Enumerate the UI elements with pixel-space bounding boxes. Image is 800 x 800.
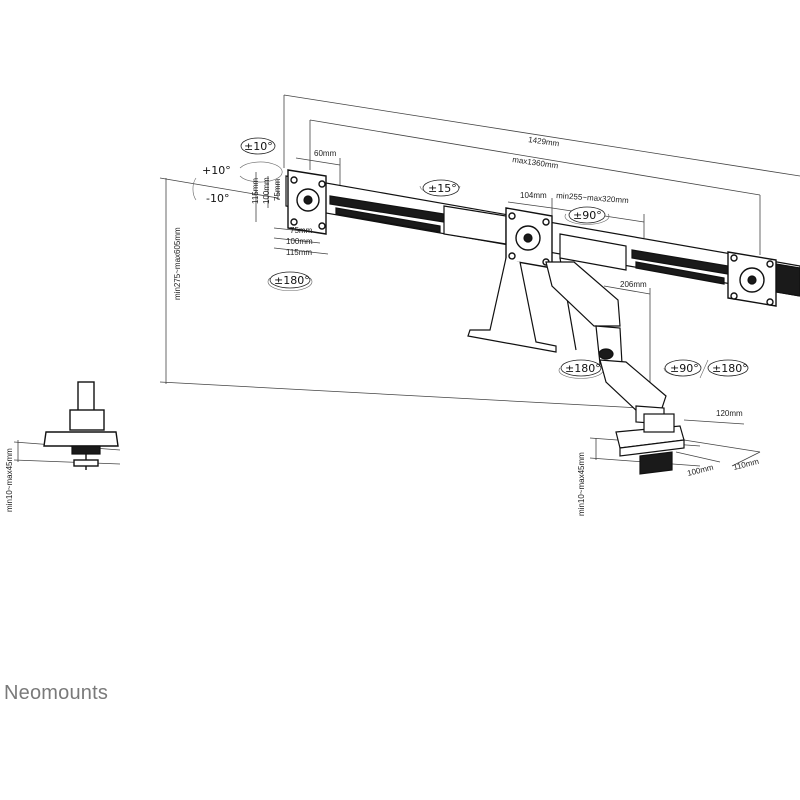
dim-desk-right: min10~max45mm (577, 452, 586, 516)
dim-vesa-100-v: 100mm (262, 177, 271, 204)
angle-rot-180: ±180° (274, 274, 310, 287)
brand-logo-text: Neomounts (4, 682, 109, 704)
dim-max1360: max1360mm (512, 155, 559, 170)
dim-60: 60mm (314, 149, 337, 158)
vesa-plate-right (727, 251, 777, 307)
angle-swivel-180-arm: ±180° (565, 362, 601, 375)
dim-1429: 1429mm (528, 135, 560, 148)
dim-255-320: min255~max320mm (556, 191, 629, 205)
dim-206: 206mm (620, 280, 647, 289)
vesa-plate-center (505, 207, 553, 269)
dim-vesa-115-v: 115mm (251, 178, 260, 204)
angle-tilt-neg: -10° (206, 192, 229, 205)
vesa-plate-left (287, 169, 327, 235)
angle-swivel-15: ±15° (428, 182, 457, 195)
dim-vesa-115-h: 115mm (286, 248, 312, 257)
dim-vesa-75-v: 75mm (273, 178, 282, 201)
dim-vesa-75-h: 75mm (290, 226, 313, 235)
dim-base-110: 110mm (732, 457, 760, 472)
dim-104: 104mm (520, 191, 547, 200)
dim-base-120: 120mm (716, 409, 743, 418)
angle-labels: ±10° +10° -10° ±180° ±15° ±90° ±180° ±90… (202, 137, 749, 377)
desk-clamp-left (43, 381, 119, 470)
angle-swivel-180-base: ±180° (712, 362, 748, 375)
angle-swivel-90-base: ±90° (670, 362, 699, 375)
dim-desk-left: min10~max45mm (5, 448, 14, 512)
angle-swivel-90-top: ±90° (573, 209, 602, 222)
desk-clamp-right (615, 413, 685, 475)
dim-vesa-100-h: 100mm (286, 237, 313, 246)
dim-height-range: min275~max605mm (173, 227, 182, 300)
angle-rot-10: ±10° (244, 140, 273, 153)
dimension-lines (13, 94, 800, 467)
angle-tilt-pos: +10° (202, 164, 231, 177)
